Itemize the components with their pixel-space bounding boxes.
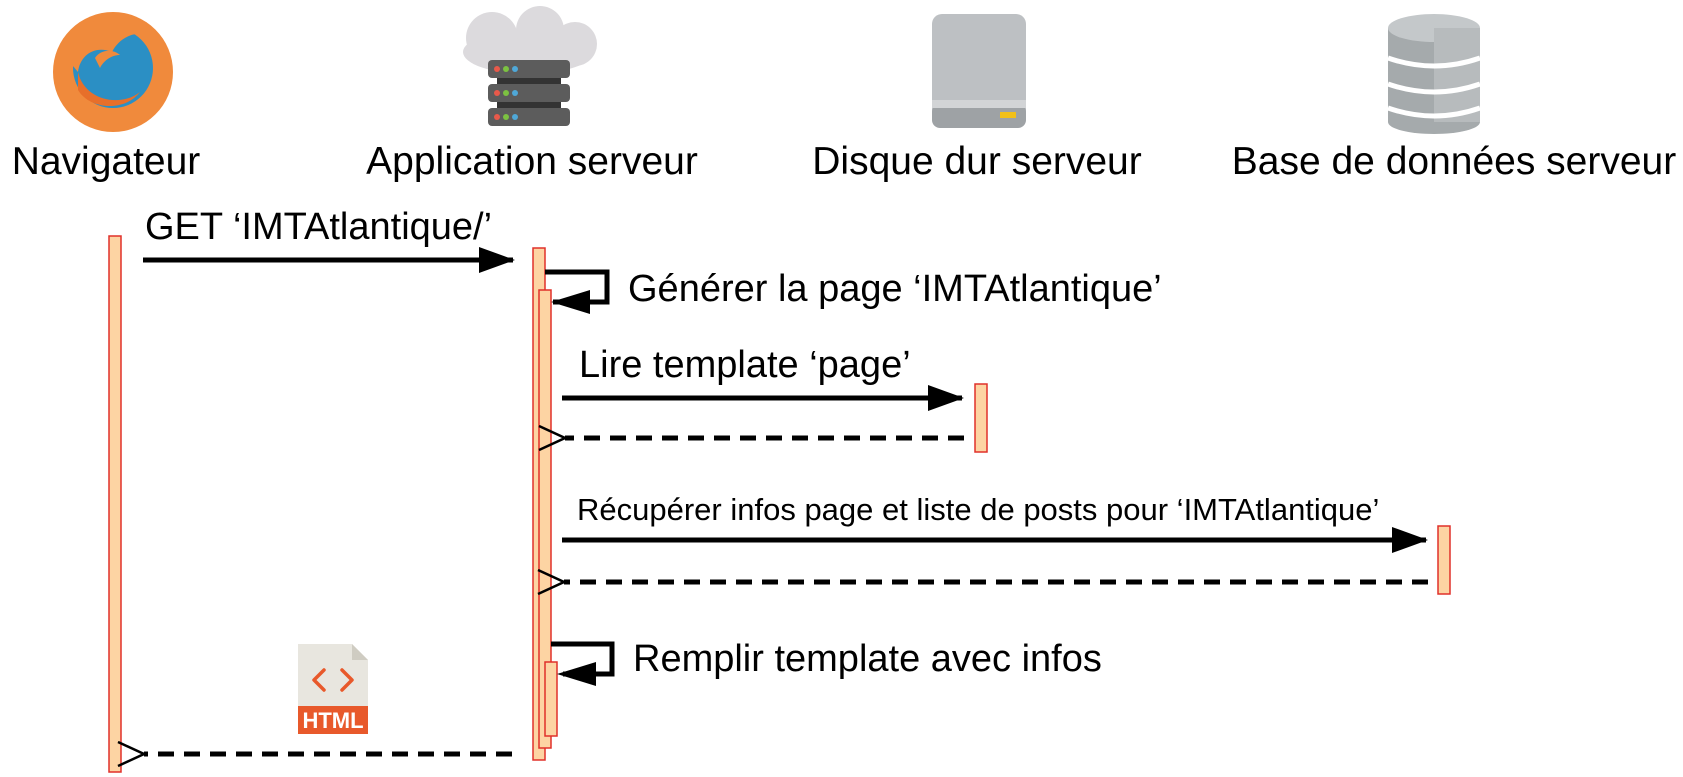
message-label-get: GET ‘IMTAtlantique/’ [145, 206, 493, 248]
activation-disque [974, 383, 988, 453]
message-label-recuperer-infos: Récupérer infos page et liste de posts p… [577, 492, 1380, 527]
activation-base [1437, 525, 1451, 595]
database-icon [1387, 14, 1481, 134]
message-label-generer: Générer la page ‘IMTAtlantique’ [628, 268, 1162, 310]
html-file-icon: HTML [298, 644, 368, 734]
hard-disk-icon [932, 14, 1026, 128]
firefox-icon [53, 12, 173, 132]
arrowhead-self-generer [551, 290, 590, 314]
actor-label-disque-dur-serveur: Disque dur serveur [812, 140, 1142, 183]
arrowhead-self-remplir [557, 662, 596, 686]
cloud-server-icon [463, 6, 597, 126]
activation-application-inner2 [544, 661, 558, 737]
message-label-remplir: Remplir template avec infos [633, 638, 1102, 680]
actor-label-navigateur: Navigateur [11, 140, 201, 183]
actor-label-base-de-donnees-serveur: Base de données serveur [1231, 140, 1677, 183]
activation-application-inner [538, 289, 552, 749]
message-label-lire-template: Lire template ‘page’ [579, 344, 911, 386]
activation-navigateur [108, 235, 122, 773]
actor-label-application-serveur: Application serveur [366, 140, 698, 183]
activation-bars [108, 235, 1451, 773]
html-file-label: HTML [302, 708, 363, 733]
